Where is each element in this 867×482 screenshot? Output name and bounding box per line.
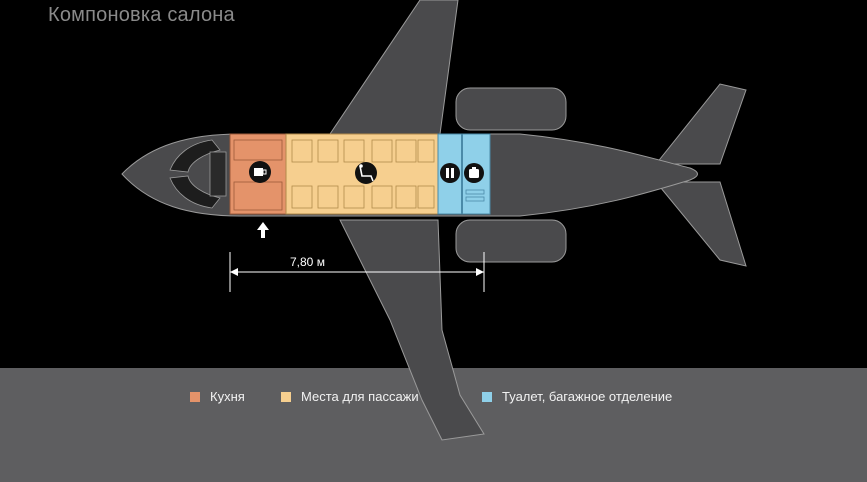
- legend-label-lavatory: Туалет, багажное отделение: [502, 389, 673, 404]
- cockpit-window: [169, 175, 221, 209]
- seat: [371, 185, 393, 209]
- legend-item-lavatory: Туалет, багажное отделение: [482, 389, 672, 404]
- seat: [417, 185, 435, 209]
- page-title: Компоновка салона: [48, 4, 235, 26]
- legend: Кухня Места для пассажи Туалет, багажное…: [0, 389, 867, 409]
- restroom-icon: [440, 163, 460, 183]
- cockpit-window: [169, 139, 221, 173]
- seat: [291, 185, 313, 209]
- seat: [395, 185, 417, 209]
- lavatory-divider: [461, 134, 463, 214]
- engine-top: [455, 87, 567, 131]
- wing-bottom: [339, 219, 485, 441]
- dimension-label: 7,80 м: [290, 255, 325, 269]
- seat: [417, 139, 435, 163]
- engine-bottom: [455, 219, 567, 263]
- dimension-arrow-left: [230, 268, 238, 276]
- seat: [317, 139, 339, 163]
- luggage-rack: [465, 196, 485, 202]
- cockpit-panel: [209, 151, 227, 197]
- tail-top: [654, 83, 747, 165]
- seat: [395, 139, 417, 163]
- seat: [291, 139, 313, 163]
- legend-swatch-passenger: [281, 391, 291, 402]
- seat: [317, 185, 339, 209]
- entry-arrow-icon: [257, 222, 269, 238]
- legend-label-galley: Кухня: [210, 389, 245, 404]
- dimension-arrow-right: [476, 268, 484, 276]
- legend-item-galley: Кухня: [190, 389, 245, 404]
- seat: [371, 139, 393, 163]
- tail-bottom: [654, 181, 747, 267]
- galley-counter: [233, 139, 283, 161]
- wing-top: [329, 0, 459, 135]
- galley-counter: [233, 181, 283, 211]
- legend-label-passenger: Места для пассажи: [301, 389, 419, 404]
- legend-item-passenger: Места для пассажи: [281, 389, 419, 404]
- luggage-rack: [465, 189, 485, 195]
- legend-swatch-galley: [190, 391, 200, 402]
- legend-swatch-lavatory: [482, 391, 492, 402]
- seat: [343, 139, 365, 163]
- seat: [343, 185, 365, 209]
